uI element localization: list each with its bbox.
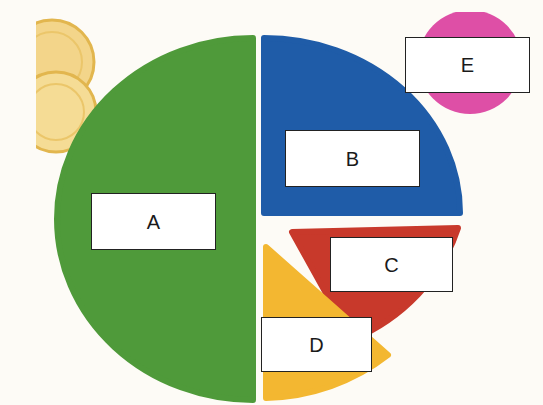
label-box: E <box>405 37 530 93</box>
section-letter: E <box>461 54 474 76</box>
label-box: A <box>91 193 216 250</box>
label-box: D <box>261 317 372 372</box>
plate-section <box>57 38 253 400</box>
section-letter: C <box>384 254 398 276</box>
section-letter: A <box>147 211 160 233</box>
label-box: B <box>285 130 420 187</box>
section-letter: B <box>346 148 359 170</box>
section-letter: D <box>309 334 323 356</box>
label-box: C <box>330 237 453 292</box>
